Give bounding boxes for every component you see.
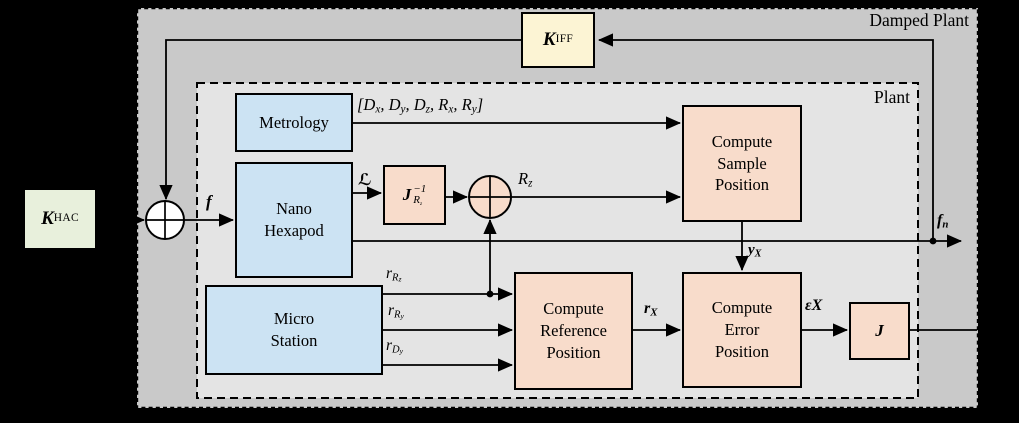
label-r-rz: rRz — [386, 265, 402, 284]
block-compute-sample-position: Compute Sample Position — [682, 105, 802, 222]
micro-station-line2: Station — [270, 331, 318, 350]
nano-hexapod-line1: Nano — [276, 199, 312, 219]
junction-dot-fn — [929, 237, 937, 245]
jrz-sub: Rz — [413, 194, 423, 208]
junction-dot-r-rz — [486, 290, 494, 298]
label-fn: fn — [937, 212, 949, 231]
sum-junction-left — [145, 200, 185, 240]
label-script-l: ℒ — [358, 170, 372, 189]
wire-kiff-to-sum — [159, 39, 521, 201]
block-jacobian: J — [849, 302, 910, 360]
signal-wires — [95, 33, 977, 372]
label-r-x: rX — [644, 300, 658, 319]
metrology-label: Metrology — [259, 112, 329, 132]
label-plant: Plant — [874, 87, 910, 107]
wire-fn-to-kiff — [597, 33, 934, 241]
label-r-dy: rDy — [386, 337, 404, 356]
compute-error-line1: Compute — [711, 298, 773, 318]
compute-reference-line1: Compute — [543, 299, 604, 319]
label-f: f — [206, 192, 212, 211]
khac-main: K — [41, 208, 54, 230]
jacobian-label: J — [875, 320, 884, 340]
kiff-sub: IFF — [555, 33, 574, 46]
block-compute-error-position: Compute Error Position — [682, 272, 802, 388]
label-r-ry: rRy — [388, 302, 404, 321]
label-damped-plant: Damped Plant — [869, 10, 969, 30]
nano-hexapod-line2: Hexapod — [264, 221, 324, 240]
compute-sample-line2: Sample — [717, 153, 767, 173]
compute-reference-line2: Reference — [540, 321, 607, 341]
sum-junction-rz — [468, 175, 512, 219]
jrz-sup: −1 — [413, 183, 427, 196]
kiff-main: K — [542, 29, 556, 51]
block-micro-station: Micro Station — [205, 285, 383, 375]
khac-sub: HAC — [53, 212, 79, 225]
compute-sample-line1: Compute — [711, 131, 773, 151]
compute-sample-line3: Position — [714, 175, 770, 195]
block-nano-hexapod: Nano Hexapod — [235, 162, 353, 278]
label-metrology-output: [Dx, Dy, Dz, Rx, Ry] — [357, 95, 484, 116]
block-metrology: Metrology — [235, 93, 353, 152]
label-epsilon-x: εX — [805, 297, 823, 314]
compute-reference-line3: Position — [546, 342, 601, 362]
label-yx: yX — [748, 242, 762, 260]
label-rz: Rz — [518, 169, 533, 190]
micro-station-line1: Micro — [273, 309, 315, 329]
jrz-main: J — [402, 184, 412, 204]
compute-error-line3: Position — [714, 341, 770, 361]
block-compute-reference-position: Compute Reference Position — [514, 272, 633, 390]
compute-error-line2: Error — [724, 320, 760, 340]
